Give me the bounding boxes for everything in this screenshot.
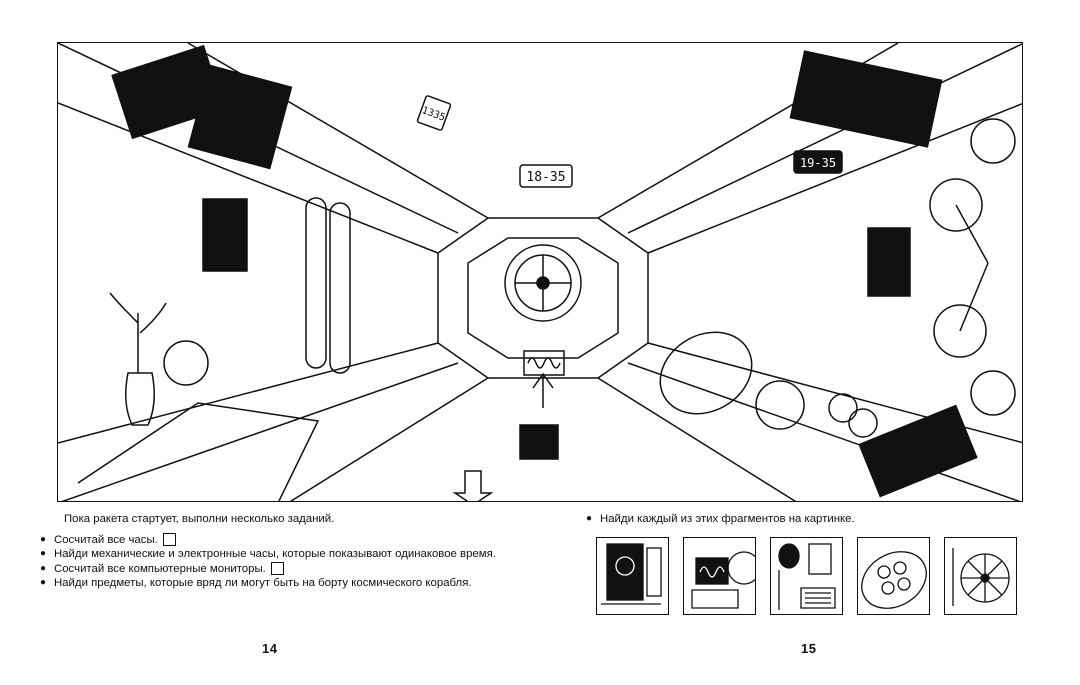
floor-monitor (519, 424, 559, 460)
fragment-bicycle-wheel[interactable] (944, 537, 1017, 615)
task-count-clocks: ● Сосчитай все часы. (40, 532, 510, 548)
fragment-spacesuit-keyboard[interactable] (770, 537, 843, 615)
fragment-list (596, 537, 1017, 615)
monitor-floor-plan (858, 404, 978, 498)
svg-text:18-35: 18-35 (526, 170, 565, 185)
svg-text:1335: 1335 (420, 105, 446, 124)
page-number-left: 14 (262, 641, 278, 656)
bullet-icon: ● (40, 548, 47, 559)
floor-arrow-up (532, 372, 554, 408)
answer-box[interactable] (162, 532, 176, 546)
fragment-oscilloscope-monitor[interactable] (683, 537, 756, 615)
fragment-round-gauge-panel[interactable] (857, 537, 930, 615)
svg-text:19-35: 19-35 (800, 156, 836, 170)
hatch-wheel (504, 244, 582, 322)
cot (77, 402, 320, 501)
right-page-task: ● Найди каждый из этих фрагментов на кар… (586, 512, 855, 527)
bullet-icon: ● (586, 513, 593, 524)
space-station-illustration: 18-35 1335 19-35 (57, 42, 1023, 502)
monitor-map (789, 50, 943, 148)
digital-clock-left (416, 95, 452, 131)
task-text: Сосчитай все компьютерные мониторы. (54, 562, 266, 575)
task-count-monitors: ● Сосчитай все компьютерные мониторы. (40, 561, 510, 577)
dartboard (970, 370, 1016, 416)
task-text: Найди каждый из этих фрагментов на карти… (600, 513, 855, 525)
fragment-astronaut-monitor[interactable] (596, 537, 669, 615)
digital-clock-center (519, 164, 573, 188)
bullet-icon: ● (40, 562, 47, 574)
skis (305, 197, 327, 369)
fan-wheel (970, 118, 1016, 164)
wall-clock (163, 340, 209, 386)
monitor-astronaut (202, 198, 248, 272)
task-find-same-time: ● Найди механические и электронные часы,… (40, 547, 510, 562)
task-text: Найди предметы, которые вряд ли могут бы… (54, 577, 472, 589)
intro-text: Пока ракета стартует, выполни несколько … (64, 513, 335, 525)
page-number-right: 15 (801, 641, 817, 656)
task-text: Сосчитай все часы. (54, 533, 158, 546)
bullet-icon: ● (40, 533, 47, 545)
corridor-frame (437, 217, 649, 379)
task-find-odd-items: ● Найди предметы, которые вряд ли могут … (40, 576, 510, 591)
digital-clock-right (793, 150, 843, 174)
floor-arrow-down (452, 470, 494, 501)
left-page-tasks: Пока ракета стартует, выполни несколько … (40, 512, 510, 591)
monitor-robot (187, 64, 293, 170)
bicycle (929, 178, 989, 358)
bullet-icon: ● (40, 577, 47, 588)
round-panel (659, 331, 753, 415)
flower-vase (125, 372, 155, 426)
answer-box[interactable] (270, 561, 284, 575)
monitor-rocket (867, 227, 911, 297)
task-text: Найди механические и электронные часы, к… (54, 548, 496, 560)
gauge-dial (755, 380, 805, 430)
